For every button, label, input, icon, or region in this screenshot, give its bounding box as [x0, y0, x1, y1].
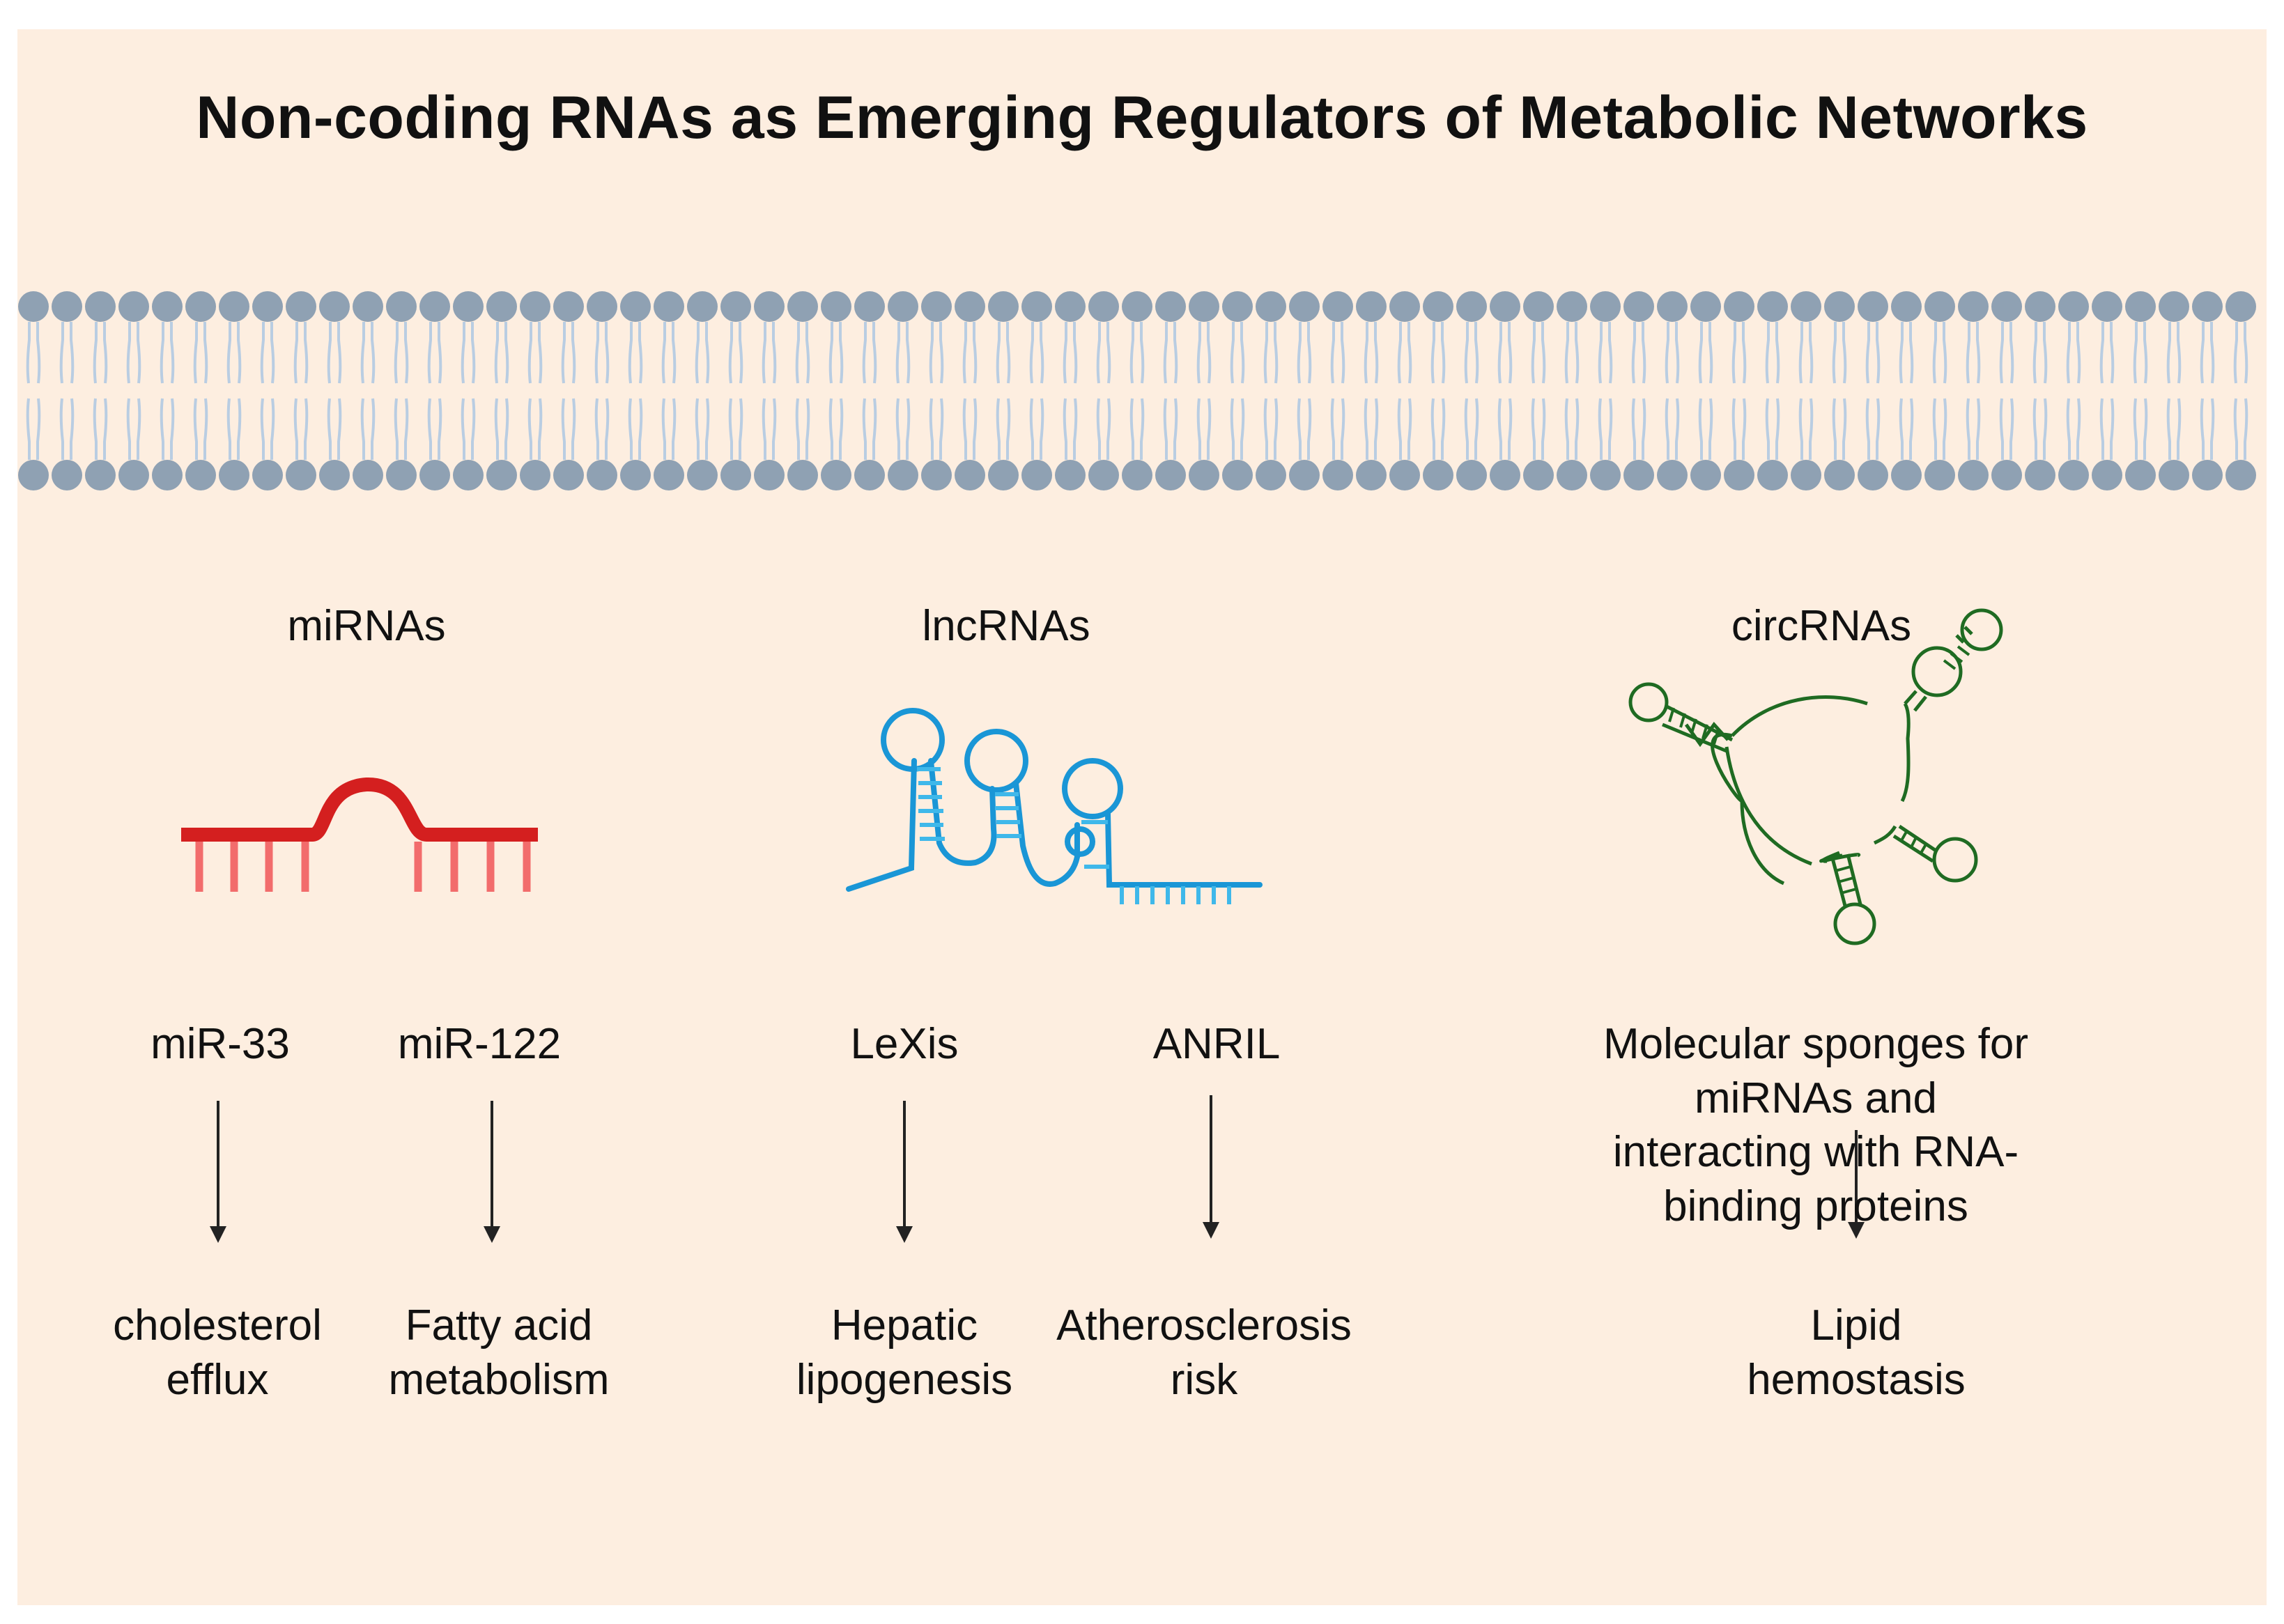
diagram-background [17, 29, 2267, 1605]
mirna-hairpin-icon [181, 777, 538, 892]
mir33-effect: cholesterol efflux [113, 1301, 322, 1404]
lexis-effect: Hepatic lipogenesis [796, 1301, 1013, 1404]
lncrnas-heading: lncRNAs [922, 602, 1090, 650]
circrnas-heading: circRNAs [1731, 602, 1912, 650]
anril-label: ANRIL [1152, 1020, 1281, 1068]
mirnas-heading: miRNAs [287, 602, 446, 650]
circrna-mechanism: Molecular sponges for miRNAs and interac… [1603, 1020, 2028, 1230]
mir33-label: miR-33 [151, 1020, 290, 1068]
circrna-effect: Lipid hemostasis [1747, 1301, 1966, 1404]
lexis-label: LeXis [850, 1020, 959, 1068]
mir122-label: miR-122 [397, 1020, 562, 1068]
lncrna-stemloop-icon [846, 708, 1263, 892]
anril-effect: Atherosclerosis risk [1056, 1301, 1352, 1404]
diagram-title: Non-coding RNAs as Emerging Regulators o… [196, 84, 2088, 151]
mir122-effect: Fatty acid metabolism [388, 1301, 610, 1404]
circrna-ring-icon [1628, 608, 2003, 945]
